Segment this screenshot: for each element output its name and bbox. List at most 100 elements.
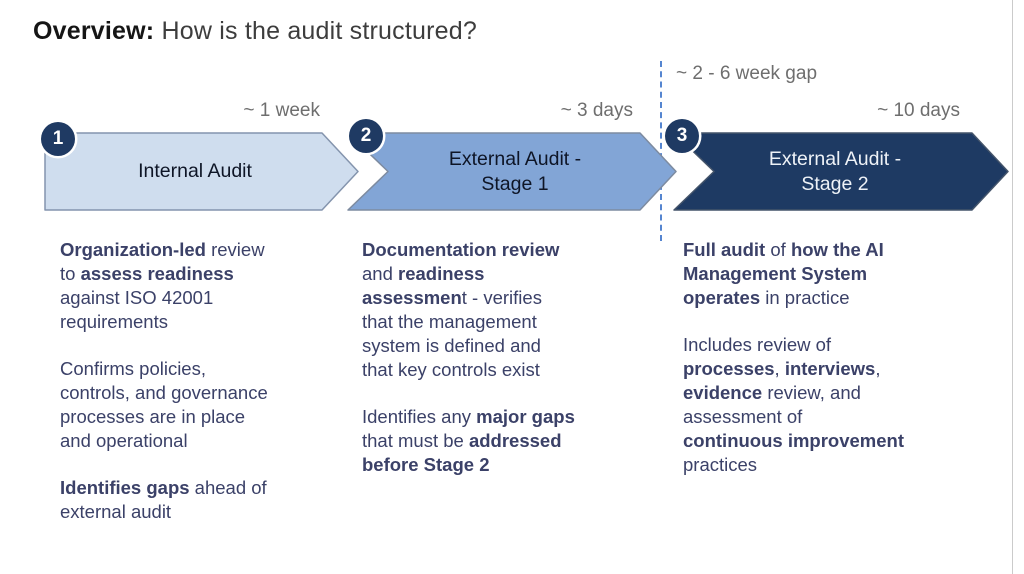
stage-paragraph-line: continuous improvement xyxy=(683,429,933,453)
stage-arrow-label: External Audit -Stage 1 xyxy=(375,133,655,210)
text-segment: , xyxy=(774,358,785,379)
text-segment: how the AI xyxy=(790,239,884,260)
text-segment: review, and xyxy=(762,382,861,403)
text-segment: processes xyxy=(683,358,775,379)
stage-paragraph-line: external audit xyxy=(60,500,300,524)
stage-number-badge: 2 xyxy=(349,119,383,153)
stage-paragraph-line: operates in practice xyxy=(683,286,933,310)
text-segment: and xyxy=(362,263,399,284)
text-segment: and operational xyxy=(60,430,188,451)
stage-paragraph-line: that key controls exist xyxy=(362,358,602,382)
stage-arrow xyxy=(673,132,1009,211)
stage-paragraph-line: Confirms policies, xyxy=(60,357,300,381)
slide-right-border xyxy=(1012,0,1013,574)
text-segment: Full audit xyxy=(683,239,766,260)
stage-paragraph-line: Identifies any major gaps xyxy=(362,405,602,429)
text-segment: that the management xyxy=(362,311,537,332)
stage-paragraph-line: practices xyxy=(683,453,933,477)
stage-paragraph-line: Full audit of how the AI xyxy=(683,238,933,262)
stage-arrow-label: External Audit -Stage 2 xyxy=(695,133,975,210)
text-segment: processes are in place xyxy=(60,406,246,427)
stage-paragraph-line: processes are in place xyxy=(60,405,300,429)
stage-paragraph-line: assessment - verifies xyxy=(362,286,602,310)
stage-arrow-label-line: Internal Audit xyxy=(138,160,252,182)
text-segment: operates xyxy=(683,287,761,308)
stage-paragraph-line: Identifies gaps ahead of xyxy=(60,476,300,500)
page-title: Overview: How is the audit structured? xyxy=(33,17,477,46)
text-segment: ahead of xyxy=(189,477,267,498)
text-segment: Confirms policies, xyxy=(60,358,206,379)
text-segment: assessment of xyxy=(683,406,803,427)
stage-arrow-label-line: External Audit - xyxy=(448,147,582,170)
stage-paragraph: Confirms policies, controls, and governan… xyxy=(60,357,300,453)
stage-number-badge: 3 xyxy=(665,119,699,153)
text-segment: Documentation review xyxy=(362,239,560,260)
text-segment: review xyxy=(205,239,265,260)
stage-arrow-label: Internal Audit xyxy=(55,133,335,210)
text-segment: evidence xyxy=(683,382,763,403)
text-segment: Organization-led xyxy=(60,239,206,260)
stage-paragraph-line: before Stage 2 xyxy=(362,453,602,477)
text-segment: t - verifies xyxy=(461,287,542,308)
stage-paragraph-line: and readiness xyxy=(362,262,602,286)
text-segment: that key controls exist xyxy=(362,359,540,380)
stage-duration: ~ 3 days xyxy=(560,100,633,121)
stage-paragraph-line: to assess readiness xyxy=(60,262,300,286)
text-segment: of xyxy=(765,239,791,260)
stage-arrow xyxy=(44,132,359,211)
text-segment: addressed xyxy=(468,430,562,451)
gap-dashed-line xyxy=(660,61,662,241)
stage-paragraph-line: and operational xyxy=(60,429,300,453)
text-segment: assess readiness xyxy=(80,263,234,284)
text-segment: major gaps xyxy=(476,406,575,427)
text-segment: before Stage 2 xyxy=(362,454,490,475)
gap-label: ~ 2 - 6 week gap xyxy=(676,63,818,84)
text-segment: Identifies gaps xyxy=(60,477,190,498)
stage-paragraph-line: that the management xyxy=(362,310,602,334)
stage-paragraph-line: requirements xyxy=(60,310,300,334)
stage-paragraph-line: Organization-led review xyxy=(60,238,300,262)
text-segment: Management System xyxy=(683,263,868,284)
text-segment: Identifies any xyxy=(362,406,477,427)
text-segment: readiness xyxy=(398,263,485,284)
stage-paragraph-line: processes, interviews, xyxy=(683,357,933,381)
stage-duration: ~ 1 week xyxy=(243,100,320,121)
stage-arrow-label-line: Stage 1 xyxy=(481,172,549,195)
text-segment: in practice xyxy=(760,287,850,308)
text-segment: to xyxy=(60,263,81,284)
text-segment: controls, and governance xyxy=(60,382,268,403)
stage-paragraph-line: Documentation review xyxy=(362,238,602,262)
text-segment: that must be xyxy=(362,430,469,451)
stage-paragraph-line: evidence review, and xyxy=(683,381,933,405)
text-segment: continuous improvement xyxy=(683,430,904,451)
text-segment: system is defined and xyxy=(362,335,541,356)
stage-arrow-label-line: Stage 2 xyxy=(801,172,869,195)
text-segment: interviews xyxy=(784,358,876,379)
stage-paragraph-line: controls, and governance xyxy=(60,381,300,405)
stage-paragraph-line: Includes review of xyxy=(683,333,933,357)
stage-paragraph-line: against ISO 42001 xyxy=(60,286,300,310)
text-segment: assessmen xyxy=(362,287,462,308)
text-segment: requirements xyxy=(60,311,168,332)
stage-arrow xyxy=(347,132,677,211)
stage-paragraph-line: Management System xyxy=(683,262,933,286)
page-title-bold: Overview: xyxy=(33,17,155,45)
text-segment: external audit xyxy=(60,501,172,522)
page-title-regular: How is the audit structured? xyxy=(154,17,477,45)
text-segment: Includes review of xyxy=(683,334,832,355)
text-segment: practices xyxy=(683,454,758,475)
text-segment: , xyxy=(875,358,881,379)
stage-arrow-label-line: External Audit - xyxy=(768,147,902,170)
stage-number-badge: 1 xyxy=(41,122,75,156)
stage-duration: ~ 10 days xyxy=(877,100,960,121)
